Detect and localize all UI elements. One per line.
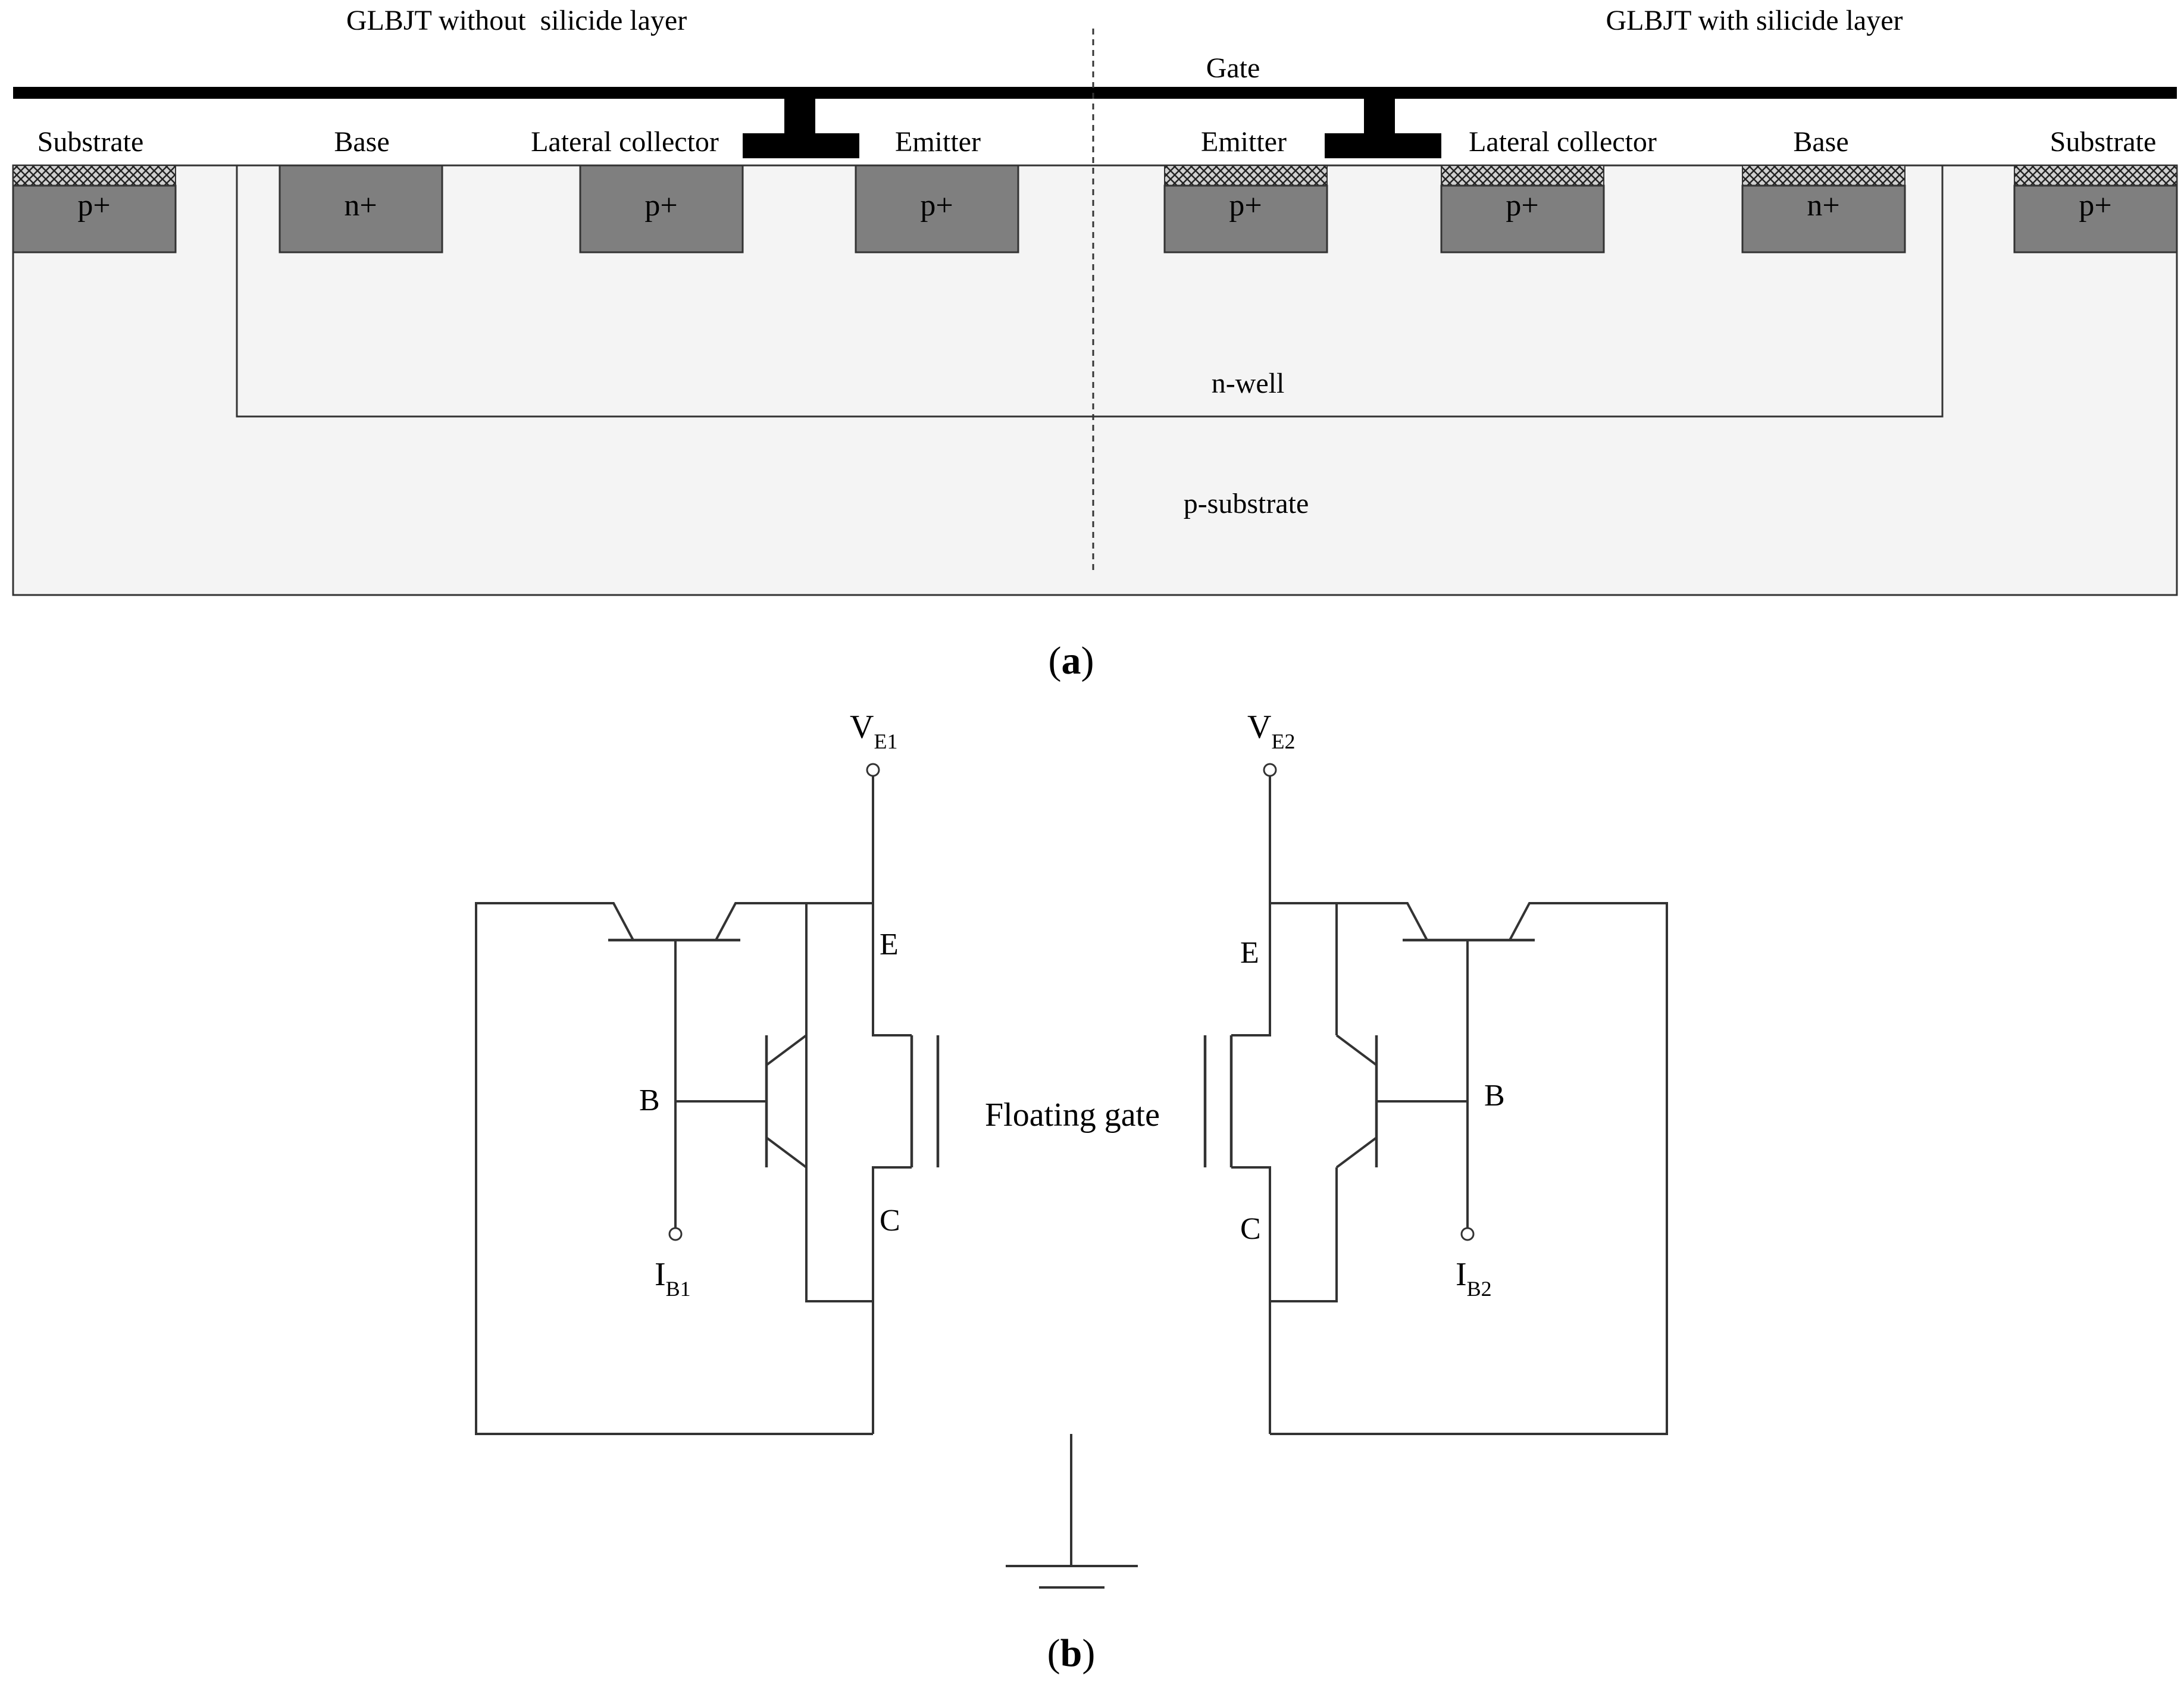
doping-label-p-plus: p+ bbox=[1229, 189, 1262, 223]
bjt-emitter-leg-left bbox=[765, 1034, 808, 1066]
caption-b-close: ) bbox=[1082, 1631, 1095, 1675]
label-e-right: E bbox=[1240, 936, 1259, 970]
doping-label-p-plus: p+ bbox=[1506, 189, 1538, 223]
label-ve1: VE1 bbox=[850, 709, 897, 753]
gate-plate-right bbox=[1325, 133, 1441, 158]
caption-a-open: ( bbox=[1049, 639, 1062, 682]
doping-label-p-plus: p+ bbox=[2079, 189, 2111, 223]
title-left: GLBJT without silicide layer bbox=[346, 5, 687, 36]
silicide-layer bbox=[1164, 165, 1328, 186]
label-ve1-main: V bbox=[850, 709, 874, 746]
terminal-ib1 bbox=[668, 1227, 683, 1241]
bjt-collector-leg-right bbox=[1335, 1136, 1378, 1169]
label-ib1: IB1 bbox=[655, 1256, 691, 1301]
wire-collector-left bbox=[872, 1166, 912, 1434]
wire-emitter-right bbox=[1231, 776, 1271, 1036]
floating-gate-label: Floating gate bbox=[985, 1097, 1160, 1133]
doping-label-n-plus: n+ bbox=[344, 189, 377, 223]
label-b-left: B bbox=[639, 1083, 660, 1117]
doping-label-p-plus: p+ bbox=[77, 189, 110, 223]
label-ve1-sub: E1 bbox=[874, 729, 897, 753]
label-c-right: C bbox=[1240, 1212, 1261, 1246]
terminal-ib2 bbox=[1460, 1227, 1475, 1241]
label-ve2-sub: E2 bbox=[1271, 729, 1295, 753]
wire-collector-right bbox=[1231, 1166, 1271, 1434]
p-substrate-label: p-substrate bbox=[1184, 488, 1309, 519]
label-lateral-collector-right: Lateral collector bbox=[1469, 126, 1657, 158]
n-well-region bbox=[236, 164, 1944, 418]
label-emitter-left: Emitter bbox=[895, 126, 981, 158]
circuit-schematic: VE1 E B C IB1 VE2 bbox=[475, 709, 1668, 1589]
silicide-layer bbox=[1441, 165, 1604, 186]
label-ib2-main: I bbox=[1456, 1256, 1467, 1293]
label-lateral-collector-left: Lateral collector bbox=[531, 126, 719, 158]
n-well-label: n-well bbox=[1212, 368, 1285, 399]
p-plus-region bbox=[579, 164, 744, 253]
caption-b-letter: b bbox=[1060, 1631, 1082, 1675]
gate-stem-left bbox=[784, 95, 815, 138]
doping-label-n-plus: n+ bbox=[1807, 189, 1839, 223]
label-substrate-right: Substrate bbox=[2050, 126, 2157, 158]
terminal-ve2 bbox=[1263, 763, 1277, 777]
label-ib2-sub: B2 bbox=[1467, 1277, 1492, 1301]
label-e-left: E bbox=[880, 928, 899, 962]
wire-lateral-collector-left bbox=[475, 902, 873, 1435]
silicide-layer bbox=[2014, 165, 2177, 186]
label-ib2: IB2 bbox=[1456, 1256, 1492, 1301]
wire-lateral-collector-right bbox=[1270, 902, 1668, 1435]
silicide-layer bbox=[12, 165, 176, 186]
caption-a: (a) bbox=[1049, 639, 1094, 682]
label-b-right: B bbox=[1484, 1079, 1505, 1113]
caption-b-open: ( bbox=[1047, 1631, 1060, 1675]
label-ve2: VE2 bbox=[1247, 709, 1295, 753]
doping-label-p-plus: p+ bbox=[920, 189, 953, 223]
gate-metal-bar bbox=[13, 87, 2177, 99]
gate-stem-right bbox=[1364, 95, 1395, 138]
wire-bjt-collector-right bbox=[1270, 1167, 1338, 1302]
p-plus-region bbox=[2013, 184, 2178, 253]
n-plus-region bbox=[1741, 184, 1906, 253]
label-c-left: C bbox=[880, 1204, 900, 1238]
doping-label-p-plus: p+ bbox=[644, 189, 677, 223]
label-base-right: Base bbox=[1793, 126, 1848, 158]
bjt-emitter-leg-right bbox=[1335, 1034, 1378, 1066]
p-plus-region bbox=[1163, 184, 1328, 253]
caption-a-close: ) bbox=[1081, 639, 1094, 682]
wire-bjt-collector-left bbox=[805, 1167, 873, 1302]
label-ib1-sub: B1 bbox=[666, 1277, 691, 1301]
gate-label: Gate bbox=[1206, 52, 1260, 84]
wire-outer-top-right bbox=[1337, 902, 1428, 941]
caption-b: (b) bbox=[1047, 1631, 1096, 1675]
p-plus-region bbox=[1440, 184, 1605, 253]
label-base-left: Base bbox=[334, 126, 389, 158]
label-ib1-main: I bbox=[655, 1256, 666, 1293]
label-ve2-main: V bbox=[1247, 709, 1271, 746]
wire-emitter-left bbox=[872, 776, 912, 1036]
silicide-layer bbox=[1742, 165, 1905, 186]
wire-outer-top-left bbox=[715, 902, 806, 941]
p-plus-region bbox=[855, 164, 1019, 253]
gate-plate-left bbox=[743, 133, 859, 158]
p-plus-region bbox=[12, 184, 177, 253]
label-substrate-left: Substrate bbox=[37, 126, 144, 158]
caption-a-letter: a bbox=[1062, 639, 1081, 682]
label-emitter-right: Emitter bbox=[1201, 126, 1287, 158]
cross-section-diagram: p+ n+ p+ p+ p+ p+ n+ p+ GLBJT without si… bbox=[12, 5, 2178, 596]
n-plus-region bbox=[279, 164, 443, 253]
bjt-collector-leg-left bbox=[765, 1136, 808, 1169]
title-right: GLBJT with silicide layer bbox=[1606, 5, 1903, 36]
terminal-ve1 bbox=[866, 763, 880, 777]
